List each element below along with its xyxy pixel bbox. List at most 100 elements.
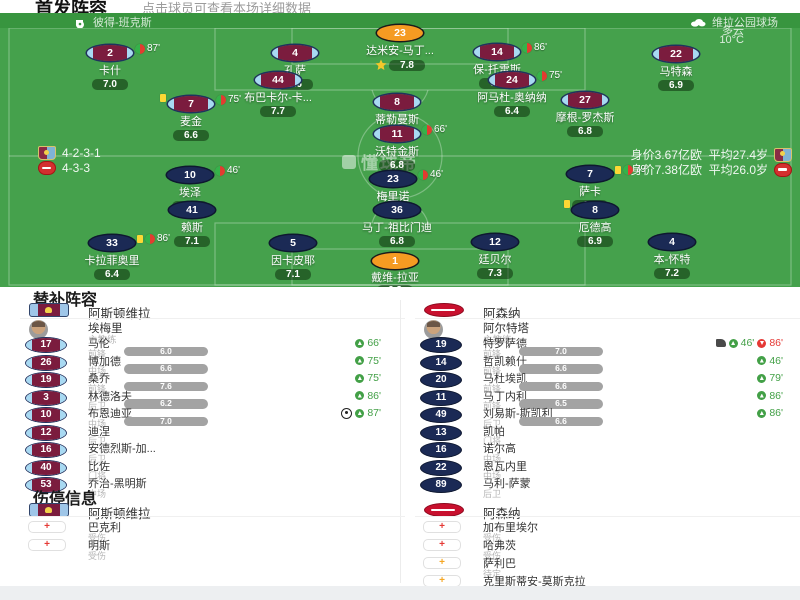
injury-player-status: 受伤 <box>88 550 107 561</box>
sub-jersey-number: 16 <box>421 443 461 457</box>
injury-player-row[interactable]: +加布里埃尔受伤 <box>415 521 800 543</box>
sub-jersey-number: 40 <box>26 460 66 475</box>
away-formation-row: 4-3-3 <box>38 161 90 175</box>
player-icons-right: 75' <box>216 94 241 105</box>
player-name: 麦金 <box>180 116 202 128</box>
injury-player-name: 克里斯蒂安-莫斯克拉 <box>483 576 586 588</box>
sub-in-time: 46' <box>740 337 755 349</box>
sub-in-time: 86' <box>769 407 783 419</box>
sub-player-name: 林德洛夫 <box>88 390 132 403</box>
page-header: 首发阵容 点击球员可查看本场详细数据 <box>0 0 800 13</box>
player-rating-row: 6.8 <box>379 236 415 247</box>
player-jersey-number: 23 <box>377 25 423 41</box>
sub-in-icon <box>355 338 365 348</box>
weather-temperature: 10°C <box>719 34 744 46</box>
player-rating-row: 6.3 <box>377 285 413 287</box>
yellow-card-icon <box>160 94 166 102</box>
sub-jersey-number: 12 <box>26 425 66 440</box>
sub-in-icon <box>757 373 767 383</box>
sub-in-icon <box>757 356 767 365</box>
referee: 彼得-班克斯 <box>75 14 152 30</box>
sub-player-position: 前锋 <box>483 401 502 411</box>
sub-player-rating: 7.6 <box>124 381 208 391</box>
player-name: 卡什 <box>99 65 121 77</box>
player-rating: 7.1 <box>275 269 311 280</box>
substitution-icon <box>145 233 155 244</box>
away-formation: 4-3-3 <box>62 161 91 175</box>
injury-player-name: 巴克利 <box>88 522 121 534</box>
player-jersey-number: 14 <box>474 44 520 60</box>
player-jersey-number: 41 <box>169 202 215 218</box>
sub-jersey-number: 53 <box>26 478 66 492</box>
player-icons-left <box>564 200 570 208</box>
injury-player-row[interactable]: +哈弗茨受伤 <box>415 539 800 561</box>
sub-player-name: 乔治-黑明斯 <box>88 478 147 490</box>
substitution-time: 66' <box>434 124 448 135</box>
sub-jersey-number: 20 <box>421 373 461 387</box>
player-name: 赖斯 <box>181 222 203 234</box>
player-jersey-number: 8 <box>374 94 420 110</box>
player-jersey-number: 4 <box>649 234 695 250</box>
sub-player-position: 后卫 <box>483 488 502 499</box>
away-avg-age: 平均26.0岁 <box>708 163 768 177</box>
sub-in-icon <box>355 356 365 365</box>
sub-in-time: 75' <box>367 372 381 384</box>
injury-icon-injured: + <box>28 521 66 533</box>
injury-player-row[interactable]: +巴克利受伤 <box>20 521 405 543</box>
injury-player-row[interactable]: +萨利巴待定 <box>415 557 800 579</box>
player-jersey-number: 12 <box>472 234 518 250</box>
player-rating: 6.8 <box>379 160 415 171</box>
player-jersey-number: 7 <box>567 166 613 182</box>
sub-player-rating: 6.2 <box>124 398 208 409</box>
substitution-icon <box>216 94 226 105</box>
team-name: 阿森纳 <box>483 507 521 521</box>
player-name: 沃特金斯 <box>375 146 419 158</box>
player-name: 本-怀特 <box>653 254 691 266</box>
player-rating: 7.7 <box>260 106 296 117</box>
substitution-icon <box>422 124 432 135</box>
sub-jersey-number: 19 <box>421 338 461 352</box>
player-rating: 6.8 <box>379 236 415 247</box>
sub-jersey-number: 14 <box>421 355 461 370</box>
player-away-1[interactable]: 1戴维-拉亚6.3 <box>330 253 460 287</box>
injury-player-status: 待定 <box>483 568 502 579</box>
sub-player-name: 恩瓦内里 <box>483 460 527 473</box>
injury-player-status: 受伤 <box>483 550 502 561</box>
injury-player-row[interactable]: +明斯受伤 <box>20 539 405 561</box>
subs-team-header-home: 阿斯顿维拉 <box>20 303 405 321</box>
sub-in-time: 75' <box>367 354 381 367</box>
